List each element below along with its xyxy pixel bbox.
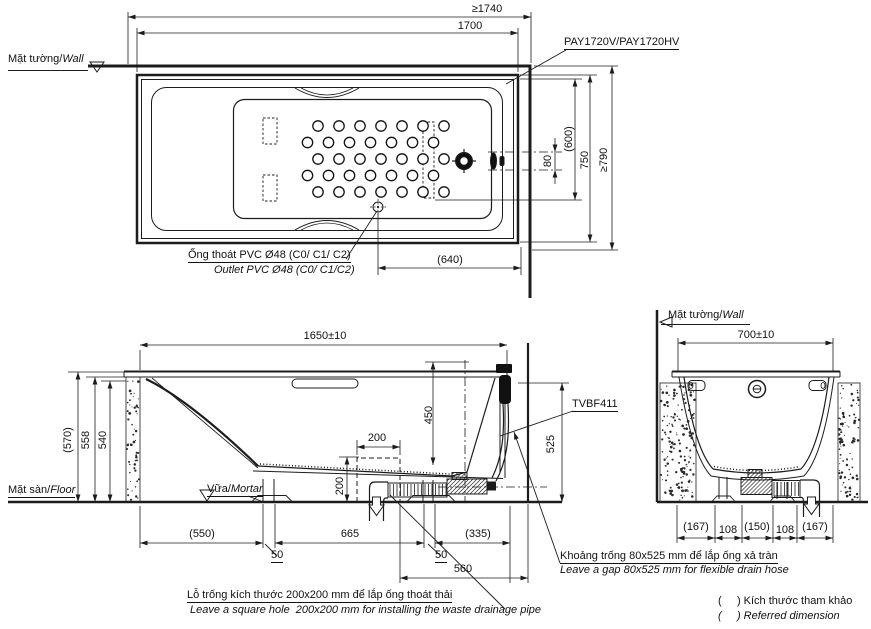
dim-gap-right: 50 — [435, 549, 448, 563]
drain-hole-plan — [372, 201, 384, 213]
overflow-fitting-plan — [490, 152, 497, 170]
dim-drain-to-wall: (640) — [437, 254, 463, 266]
dim-overall-width: ≥790 — [598, 147, 610, 173]
floor-label: Mặt sàn/Floor — [8, 484, 76, 498]
dim-end-seg2: 108 — [718, 524, 738, 536]
dim-tub-width: 750 — [579, 150, 591, 170]
outlet-note-en: Outlet PVC Ø48 (C0/ C1/C2) — [214, 264, 355, 276]
outlet-note-vn: Ống thoát PVC Ø48 (C0/ C1/ C2) — [188, 249, 351, 263]
dim-hole-height: 200 — [334, 476, 346, 496]
dim-end-seg4: 108 — [775, 524, 795, 536]
masonry-right — [837, 382, 861, 503]
overflow-face — [747, 379, 767, 399]
dim-overall-length: ≥1740 — [471, 3, 503, 15]
dim-hose-gap-width: 80 — [542, 154, 554, 168]
grab-mount-left — [687, 380, 706, 391]
mortar-pad — [769, 495, 796, 502]
legend-ref-en: ( ) Referred dimension — [718, 610, 840, 622]
overflow-cap — [496, 364, 512, 373]
dim-inner-depth: 450 — [423, 405, 435, 425]
dim-gap-left: 50 — [271, 549, 284, 563]
wall-label-top: Mặt tường/Wall — [8, 53, 84, 65]
floor-marker — [199, 489, 215, 502]
corrugated-pipe-end — [771, 480, 801, 498]
flow-direction-arrow — [803, 496, 820, 516]
gap-note-en: Leave a gap 80x525 mm for flexible drain… — [560, 564, 789, 576]
end-view-drawing — [655, 310, 868, 517]
dim-hose-gap-height: 525 — [545, 434, 557, 454]
flow-direction-arrow — [368, 496, 385, 517]
square-hole-outline — [356, 457, 401, 502]
flexible-drain-hose — [491, 403, 505, 479]
dim-install-width: 700±10 — [737, 329, 775, 341]
antislip-pad-marker — [262, 117, 278, 145]
dim-seg-mid: 665 — [340, 528, 360, 540]
wall-section-arrow — [89, 61, 105, 73]
antislip-pad-marker — [262, 174, 278, 202]
drain-fitting-code-label: TVBF411 — [572, 398, 618, 412]
masonry-left — [659, 382, 697, 503]
dim-tub-length: 1700 — [457, 20, 483, 32]
dim-end-seg3: (150) — [744, 521, 770, 533]
dim-drain-offset: (600) — [563, 126, 575, 152]
dim-rim-height: 558 — [80, 430, 92, 450]
armrest-recess — [291, 378, 359, 389]
tub-backrest-profile — [145, 378, 259, 467]
dim-height-ref: (570) — [62, 427, 74, 453]
masonry-apron — [125, 376, 141, 503]
gap-note-vn: Khoảng trống 80x525 mm để lắp ống xả trà… — [560, 550, 778, 564]
overflow-elbow — [499, 375, 511, 404]
side-view-drawing — [8, 343, 562, 521]
legend-ref-vn: ( ) Kích thước tham khảo — [718, 595, 853, 607]
mortar-label: Vữa/Mortar — [207, 483, 263, 497]
dim-end-seg1: (167) — [683, 521, 709, 533]
grab-mount-right — [808, 380, 827, 391]
mortar-pad — [406, 495, 456, 502]
dim-drain-span: 560 — [453, 563, 473, 575]
dim-seg-left: (550) — [189, 528, 215, 540]
wall-label-end: Mặt tường/Wall — [668, 309, 744, 321]
hole-note-vn: Lỗ trống kích thước 200x200 mm để lắp ốn… — [187, 589, 453, 603]
dim-apron-height: 540 — [97, 430, 109, 450]
dim-install-length: 1650±10 — [303, 330, 347, 342]
mortar-pad — [711, 495, 736, 502]
dim-end-seg5: (167) — [802, 521, 828, 533]
hole-note-en: Leave a square hole 200x200 mm for insta… — [190, 604, 542, 616]
wall-arrow — [658, 316, 673, 328]
dim-hole-width: 200 — [367, 432, 387, 444]
dim-seg-right: (335) — [465, 528, 491, 540]
product-code-label: PAY1720V/PAY1720HV — [564, 36, 680, 50]
dimension-lines — [68, 12, 861, 610]
